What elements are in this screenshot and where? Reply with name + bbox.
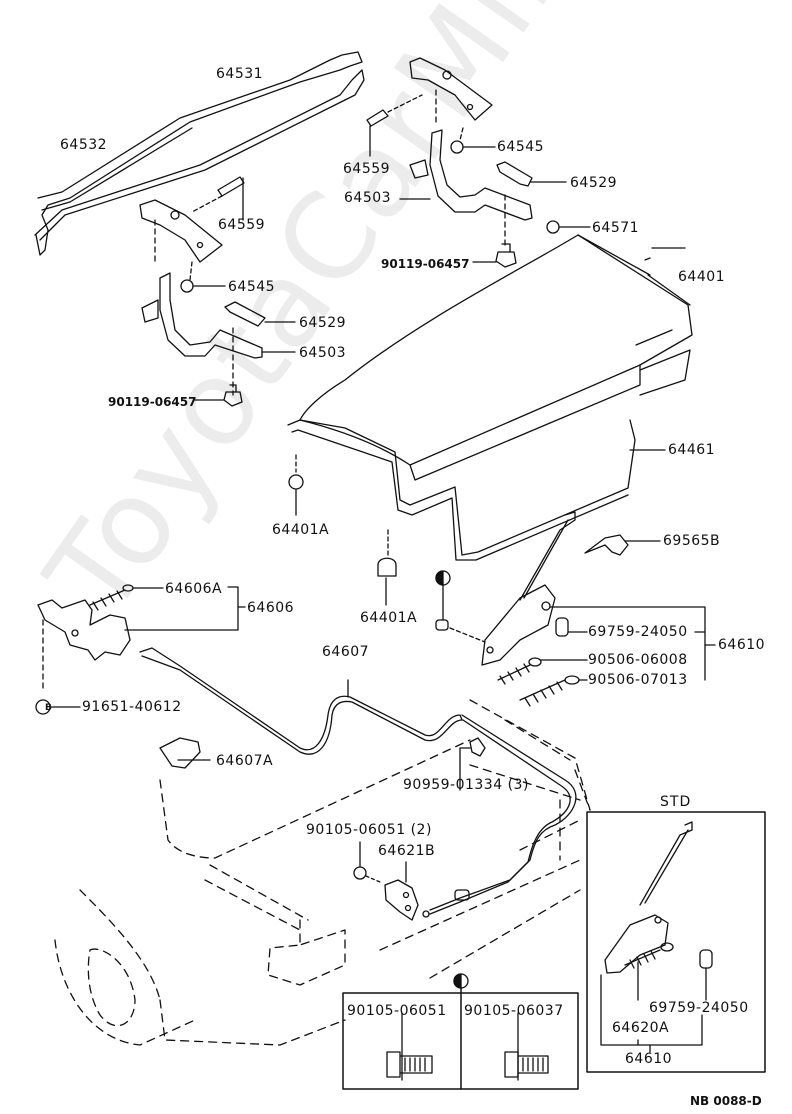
label-90959-01334: 90959-01334 (3)	[403, 777, 529, 793]
cushion-64401A-bottom	[377, 529, 397, 606]
label-64571: 64571	[592, 220, 640, 236]
spring-90506-06008	[497, 657, 588, 685]
clamp-90959	[459, 737, 486, 791]
symbol-b-label: B	[45, 703, 52, 713]
bushing-64545-left	[180, 261, 226, 293]
label-64606: 64606	[247, 600, 295, 616]
label-64621B: 64621B	[378, 843, 436, 859]
lock-bolt-symbol	[435, 570, 486, 643]
label-64401A-bottom: 64401A	[360, 610, 418, 626]
luggage-door-64401	[299, 234, 693, 481]
symbol-b-91651	[35, 699, 81, 715]
switch-69759-main	[555, 617, 588, 637]
label-64559-right: 64559	[343, 161, 391, 177]
label-64620A: 64620A	[612, 1020, 670, 1036]
hinge-bracket-left	[139, 199, 223, 266]
drawing-code: NB 0088-D	[690, 1094, 762, 1108]
clip-64529-left	[224, 301, 296, 327]
clip-64529-right	[496, 161, 567, 187]
label-90105-06037-box: 90105-06037	[464, 1003, 564, 1019]
car-body-outline	[54, 699, 591, 1046]
opener-lever-64606	[37, 586, 246, 691]
cushion-64401A-top	[288, 454, 304, 516]
bolt-90105-06051-2	[353, 841, 381, 883]
hinge-arm-64503-right	[399, 129, 533, 246]
label-91651-40612: 91651-40612	[82, 699, 182, 715]
label-64503-left: 64503	[299, 345, 347, 361]
hinge-bracket-right	[409, 57, 493, 126]
label-69565B: 69565B	[663, 533, 721, 549]
spring-64606A	[89, 584, 164, 611]
label-90119-06457-right: 90119-06457	[381, 257, 470, 271]
bolt-64559-right	[366, 94, 423, 157]
cable-64607	[139, 647, 577, 918]
hook-69565B	[584, 534, 661, 556]
label-90506-06008: 90506-06008	[588, 652, 688, 668]
label-64545-left: 64545	[228, 279, 276, 295]
clamp-64607A	[159, 737, 211, 769]
bracket-64621B	[384, 861, 419, 921]
support-rod-64532	[35, 51, 363, 256]
support-rod-64531	[34, 69, 365, 241]
label-64461: 64461	[668, 442, 716, 458]
stopper-64571	[546, 220, 591, 234]
label-69759-24050-std: 69759-24050	[649, 1000, 749, 1016]
label-64610-std: 64610	[625, 1051, 673, 1067]
std-lock-box	[586, 811, 766, 1073]
spring-90506-07013	[519, 675, 588, 707]
label-64607A: 64607A	[216, 753, 274, 769]
label-64529-right: 64529	[570, 175, 618, 191]
label-64559-left: 64559	[218, 217, 266, 233]
label-64531: 64531	[216, 66, 264, 82]
bolt-90119-left	[194, 384, 243, 407]
bushing-64545-right	[450, 127, 496, 154]
label-90506-07013: 90506-07013	[588, 672, 688, 688]
bolt-90119-right	[472, 243, 517, 268]
label-90105-06051-qty2: 90105-06051 (2)	[306, 822, 432, 838]
label-64529-left: 64529	[299, 315, 347, 331]
bolt-detail-box	[342, 973, 579, 1090]
label-64545-right: 64545	[497, 139, 545, 155]
label-64607: 64607	[322, 644, 370, 660]
label-64401: 64401	[678, 269, 726, 285]
label-64610-main: 64610	[718, 637, 766, 653]
bolt-64559-left	[191, 176, 245, 221]
hinge-arm-64503-left	[141, 272, 296, 396]
label-64606A: 64606A	[165, 581, 223, 597]
label-64532: 64532	[60, 137, 108, 153]
weatherstrip-64461	[287, 419, 666, 561]
std-label: STD	[660, 794, 692, 810]
label-90119-06457-left: 90119-06457	[108, 395, 197, 409]
label-90105-06051-box: 90105-06051	[347, 1003, 447, 1019]
lock-assembly-64610	[481, 511, 716, 681]
label-69759-24050-main: 69759-24050	[588, 624, 688, 640]
label-64503-right: 64503	[344, 190, 392, 206]
label-64401A-top: 64401A	[272, 522, 330, 538]
